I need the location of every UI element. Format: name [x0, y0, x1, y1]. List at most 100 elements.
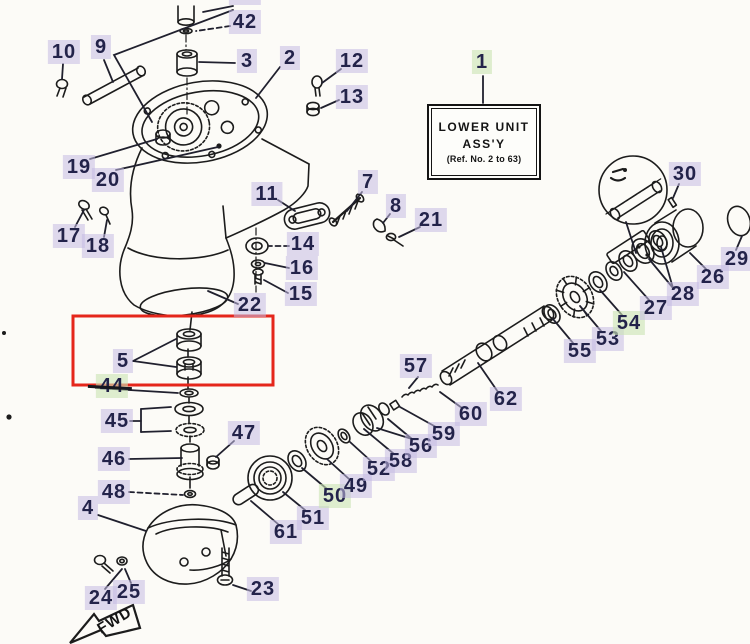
callout-1[interactable]: 1	[471, 50, 493, 74]
callout-44[interactable]: 44	[95, 374, 129, 398]
leader-line	[140, 430, 172, 433]
leader-line	[579, 305, 602, 332]
driveshaft-parts	[176, 5, 198, 117]
gearcase-housing	[119, 80, 310, 317]
leader-line	[263, 279, 289, 294]
callout-18[interactable]: 18	[81, 234, 115, 258]
callout-57[interactable]: 57	[399, 354, 433, 378]
callout-19[interactable]: 19	[62, 155, 96, 179]
leader-line	[625, 221, 637, 254]
callout-58[interactable]: 58	[384, 449, 418, 473]
trim-rod	[81, 65, 147, 106]
clip-glyph	[609, 167, 627, 182]
callout-42[interactable]: 42	[228, 10, 262, 34]
leader-line	[89, 138, 158, 160]
washer-25	[116, 556, 128, 566]
callout-29[interactable]: 29	[720, 247, 750, 271]
selection-red-box	[71, 314, 275, 387]
label-line-2: ASS'Y	[462, 137, 506, 151]
callout-62[interactable]: 62	[489, 387, 523, 411]
assembly-label-box: LOWER UNIT ASS'Y (Ref. No. 2 to 63)	[427, 104, 541, 180]
label-line-1: LOWER UNIT	[438, 120, 530, 134]
leader-line	[128, 457, 183, 460]
leader-line	[103, 59, 114, 83]
callout-30[interactable]: 30	[668, 162, 702, 186]
pin-30	[667, 196, 678, 209]
leader-line	[207, 290, 239, 305]
callout-55[interactable]: 55	[563, 339, 597, 363]
callout-12[interactable]: 12	[335, 49, 369, 73]
screw-18	[98, 206, 111, 225]
assembly-label-box-inner: LOWER UNIT ASS'Y (Ref. No. 2 to 63)	[431, 108, 537, 176]
callout-17[interactable]: 17	[52, 224, 86, 248]
o-ring-29	[726, 205, 750, 237]
callout-54[interactable]: 54	[612, 311, 646, 335]
callout-45[interactable]: 45	[100, 409, 134, 433]
leader-line	[195, 25, 231, 32]
callout-26[interactable]: 26	[696, 265, 730, 289]
callout-5[interactable]: 5	[112, 349, 134, 373]
callout-2[interactable]: 2	[279, 46, 301, 70]
leader-line	[128, 491, 184, 496]
callout-51[interactable]: 51	[296, 506, 330, 530]
callout-28[interactable]: 28	[666, 282, 700, 306]
callout-3[interactable]: 3	[236, 49, 258, 73]
callout-21[interactable]: 21	[414, 208, 448, 232]
leader-line	[132, 338, 177, 362]
leader-line	[599, 289, 623, 316]
label-line-3: (Ref. No. 2 to 63)	[446, 154, 522, 164]
callout-47[interactable]: 47	[227, 421, 261, 445]
leader-line	[140, 406, 172, 410]
callout-27[interactable]: 27	[639, 296, 673, 320]
callout-13[interactable]: 13	[335, 85, 369, 109]
leader-line	[115, 146, 219, 171]
spring-57	[401, 383, 439, 398]
callout-4[interactable]: 4	[77, 496, 99, 520]
callout-14[interactable]: 14	[286, 232, 320, 256]
callout-46[interactable]: 46	[97, 447, 131, 471]
callout-48[interactable]: 48	[97, 480, 131, 504]
stud-7	[328, 193, 365, 227]
callout-7[interactable]: 7	[357, 170, 379, 194]
leader-line	[408, 376, 419, 389]
leader-line	[104, 568, 123, 590]
leader-line	[198, 61, 236, 64]
callout-25[interactable]: 25	[112, 580, 146, 604]
leader-line	[202, 5, 234, 13]
callout-15[interactable]: 15	[284, 282, 318, 306]
bolt-12	[311, 75, 323, 97]
leader-line	[660, 246, 674, 289]
washer-column	[245, 227, 269, 293]
callout-23[interactable]: 23	[246, 577, 280, 601]
leader-line	[264, 262, 290, 269]
annotation-layer	[71, 314, 275, 387]
callout-61[interactable]: 61	[269, 520, 303, 544]
callout-11[interactable]: 11	[251, 182, 283, 206]
lower-cap-housing	[142, 503, 239, 585]
callout-9[interactable]: 9	[90, 35, 112, 59]
callout-20[interactable]: 20	[91, 168, 125, 192]
leader-line	[97, 514, 147, 532]
callout-24[interactable]: 24	[84, 586, 118, 610]
leader-lines	[61, 5, 743, 592]
callout-49[interactable]: 49	[339, 474, 373, 498]
nut-13	[306, 101, 320, 117]
callout-22[interactable]: 22	[233, 293, 267, 317]
screw-23	[216, 547, 234, 586]
callout-60[interactable]: 60	[454, 402, 488, 426]
leader-line	[61, 63, 64, 80]
bushing-stack	[174, 311, 220, 499]
leader-line	[255, 66, 281, 99]
callout-10[interactable]: 10	[47, 40, 81, 64]
anode-plate-11	[283, 202, 331, 230]
callout-16[interactable]: 16	[285, 256, 319, 280]
leader-line	[346, 191, 363, 212]
detail-balloon	[598, 155, 668, 225]
callout-8[interactable]: 8	[385, 194, 407, 218]
clip-8	[372, 218, 386, 233]
callout-59[interactable]: 59	[427, 422, 461, 446]
callout-41[interactable]: 41	[228, 0, 262, 5]
